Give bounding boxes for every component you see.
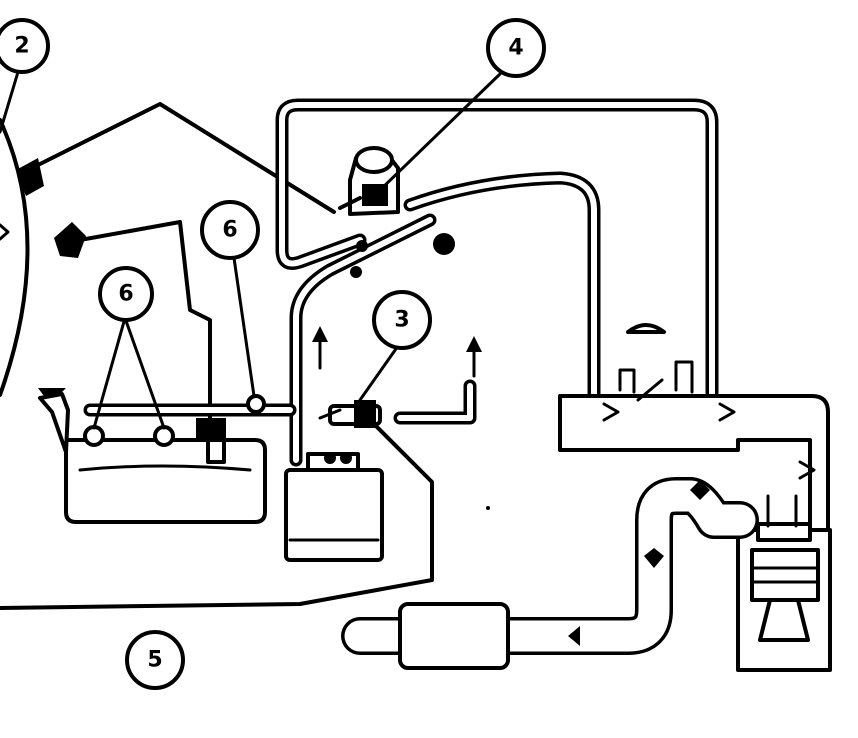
catalytic-converter: [398, 602, 510, 670]
exhaust-flow-arrow-1: [690, 480, 710, 500]
flow-arrow-up-1: [312, 326, 328, 370]
svg-text:6: 6: [222, 218, 237, 243]
fuel-tank: [38, 388, 267, 524]
callout-4: 4: [486, 18, 546, 78]
leader-3: [358, 344, 400, 402]
svg-text:3: 3: [394, 308, 409, 333]
leader-4: [378, 72, 502, 192]
flow-arrow-up-2: [466, 336, 482, 378]
canister-purge-line: [78, 220, 212, 422]
svg-text:5: 5: [147, 648, 162, 673]
callout-3: 3: [372, 290, 432, 350]
upper-vacuum-hose: [275, 98, 719, 402]
svg-text:4: 4: [508, 36, 523, 61]
leader-6-left-b: [123, 316, 166, 430]
flow-arrow-left: [54, 222, 86, 258]
purge-valve: [318, 400, 382, 428]
throttle-body: [338, 146, 455, 255]
charcoal-canister: [284, 452, 384, 562]
fresh-air-hose: [393, 379, 477, 425]
callout-6-upper: 6: [200, 200, 260, 260]
callout-2: 2: [0, 18, 50, 74]
callout-5: 5: [125, 630, 185, 690]
leader-6-left-a: [92, 316, 127, 430]
engine-cylinder: [736, 494, 832, 672]
control-wire: [0, 418, 434, 610]
middle-vacuum-hose: [403, 171, 601, 402]
svg-text:2: 2: [14, 34, 29, 59]
leader-2: [0, 70, 20, 134]
leader-6-upper: [232, 256, 256, 398]
exhaust-flow-arrow-3: [568, 626, 580, 646]
exhaust-flow-arrow-2: [644, 548, 664, 568]
air-cleaner: [0, 118, 44, 397]
air-inlet-line: [38, 102, 336, 214]
svg-text:6: 6: [118, 282, 133, 307]
callout-6-left: 6: [98, 266, 154, 322]
intake-manifold: [558, 323, 830, 602]
